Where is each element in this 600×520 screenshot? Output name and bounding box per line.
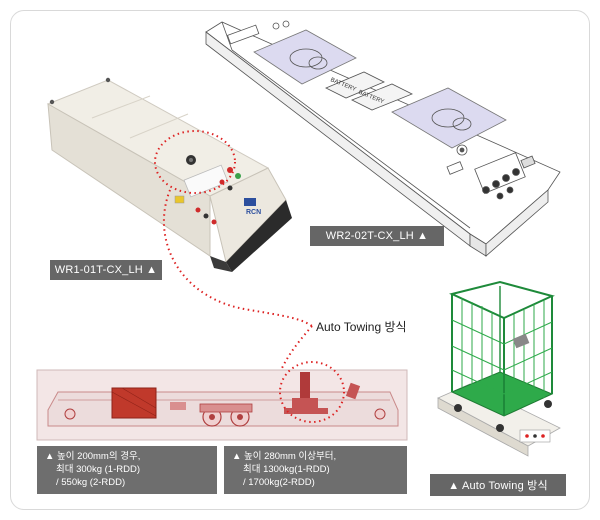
- wr1-highlight-circle: [154, 130, 236, 194]
- wr1-robot: RCN: [46, 77, 292, 272]
- auto-towing-callout: Auto Towing 방식: [316, 320, 407, 334]
- roll-cart: [437, 280, 561, 457]
- spec-left-line1: ▲ 높이 200mm의 경우,: [45, 451, 141, 462]
- spec-right-line2: 최대 1300kg(1-RDD): [243, 464, 330, 475]
- connector-line-1: [162, 189, 313, 327]
- wr2-model-label: WR2-02T-CX_LH ▲: [310, 226, 444, 246]
- brand-logo: RCN: [246, 209, 261, 216]
- connector-line-2: [281, 325, 313, 369]
- spec-left-line2: 최대 300kg (1-RDD): [56, 464, 140, 475]
- spec-box-200mm: ▲ 높이 200mm의 경우, 최대 300kg (1-RDD) / 550kg…: [37, 446, 217, 494]
- towing-pin-highlight-circle: [279, 361, 345, 423]
- spec-right-line1: ▲ 높이 280mm 이상부터,: [232, 451, 337, 462]
- wr2-robot: [205, 20, 561, 257]
- cross-section-diagram: [36, 369, 408, 441]
- spec-box-280mm: ▲ 높이 280mm 이상부터, 최대 1300kg(1-RDD) / 1700…: [224, 446, 407, 494]
- spec-right-line3: / 1700kg(2-RDD): [243, 477, 315, 488]
- wr1-model-label: WR1-01T-CX_LH ▲: [50, 260, 162, 280]
- cart-caption-label: ▲ Auto Towing 방식: [430, 474, 566, 496]
- spec-left-line3: / 550kg (2-RDD): [56, 477, 126, 488]
